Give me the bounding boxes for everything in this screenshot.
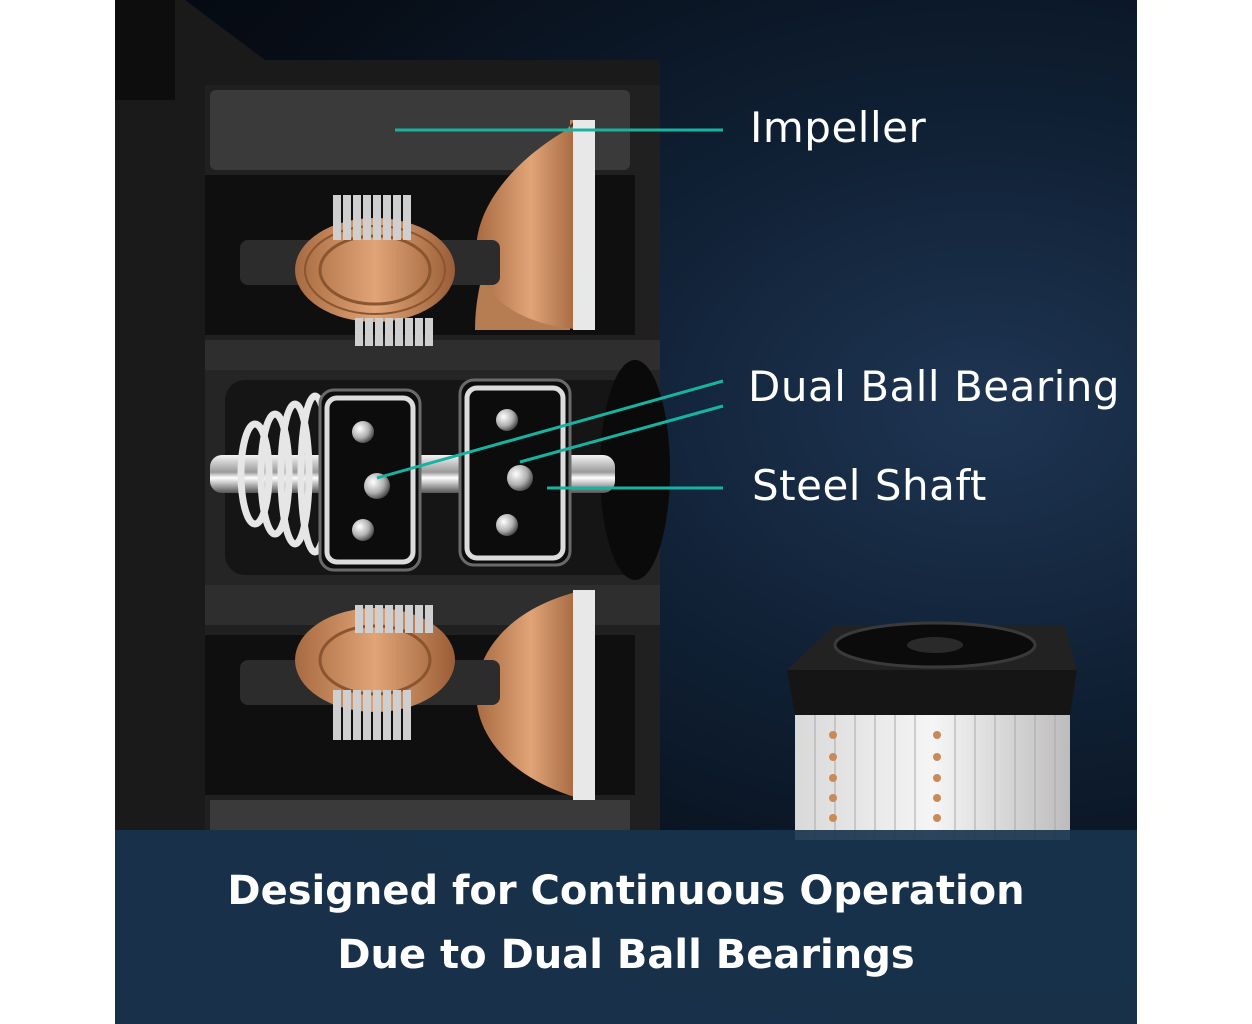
callout-leader-lines — [376, 128, 724, 490]
impeller-hub — [475, 120, 595, 800]
dual-ball-bearing-label: Dual Ball Bearing — [748, 362, 1121, 411]
dual-ball-bearing-leader-line-2 — [519, 404, 724, 464]
lower-stator-coil — [240, 605, 500, 740]
dual-ball-bearing-leader-line-1 — [376, 379, 724, 480]
caption-line-2: Due to Dual Ball Bearings — [337, 932, 915, 978]
product-image-frame: Impeller Dual Ball Bearing Steel Shaft D… — [115, 0, 1137, 1024]
ball-bearing-front — [318, 388, 422, 572]
cpu-cooler-product-image — [787, 621, 1077, 840]
steel-shaft-label: Steel Shaft — [752, 461, 987, 510]
impeller-label: Impeller — [750, 103, 927, 152]
fan-cross-section-illustration — [115, 0, 1077, 840]
ball-bearing-rear — [458, 378, 572, 567]
caption-banner: Designed for Continuous Operation Due to… — [115, 830, 1137, 1024]
caption-line-1: Designed for Continuous Operation — [227, 868, 1025, 914]
upper-stator-coil — [240, 195, 500, 346]
